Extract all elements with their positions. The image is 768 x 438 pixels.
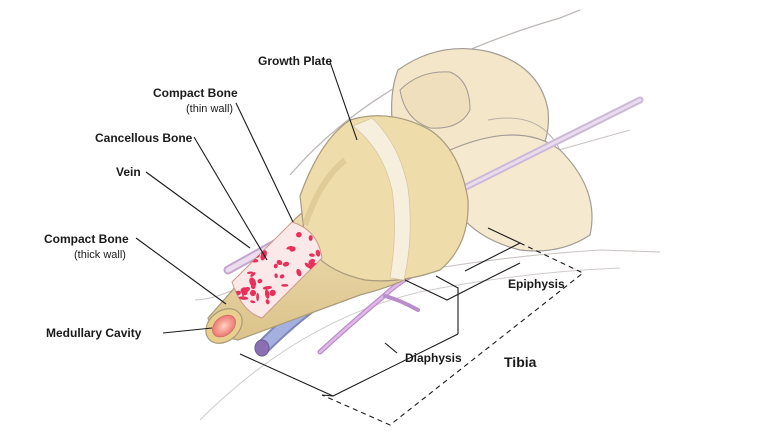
cancellous-blob: [238, 296, 249, 300]
cancellous-blob: [296, 231, 302, 238]
cancellous-blob: [296, 268, 302, 277]
growth-plate: [352, 117, 411, 281]
cancellous-blob: [274, 273, 278, 279]
cancellous-blob: [273, 263, 278, 269]
cancellous-blob: [308, 235, 313, 241]
tibia-bone: [205, 115, 469, 344]
cancellous-blob: [250, 300, 256, 304]
label-medullary-cavity: Medullary Cavity: [46, 326, 142, 340]
cancellous-blob: [265, 299, 270, 305]
cancellous-blob: [309, 253, 315, 257]
cancellous-blob: [264, 289, 270, 299]
cancellous-blob: [269, 289, 276, 297]
cancellous-blob: [236, 226, 243, 231]
cancellous-blob: [249, 277, 257, 288]
label-compact-bone-thick-note: (thick wall): [74, 249, 126, 261]
cancellous-blob: [281, 284, 289, 287]
cancellous-blob: [268, 224, 275, 235]
label-vein: Vein: [116, 165, 141, 179]
cancellous-blob: [257, 278, 263, 284]
cancellous-blob: [250, 272, 256, 277]
label-tibia: Tibia: [504, 354, 537, 370]
cancellous-blob: [304, 262, 311, 268]
cancellous-blob: [236, 248, 244, 254]
region-brackets: [239, 227, 585, 426]
label-epiphysis: Epiphysis: [508, 277, 565, 291]
label-compact-bone-thin-note: (thin wall): [186, 103, 233, 115]
cancellous-blob: [279, 223, 283, 231]
cancellous-blob: [256, 292, 259, 302]
cancellous-blob: [246, 271, 254, 274]
cancellous-blob: [240, 287, 248, 296]
label-growth-plate: Growth Plate: [258, 54, 332, 68]
labels: Growth Plate Compact Bone (thin wall) Ca…: [44, 54, 565, 370]
cancellous-blob: [276, 222, 281, 229]
cancellous-blob: [237, 223, 243, 230]
cancellous-blob: [279, 222, 285, 227]
cancellous-blob: [282, 261, 290, 267]
cancellous-blob: [262, 285, 272, 290]
cancellous-blob: [249, 289, 257, 297]
label-compact-bone-thick: Compact Bone: [44, 232, 129, 246]
label-diaphysis: Diaphysis: [405, 351, 462, 365]
cancellous-blob: [232, 254, 237, 259]
label-compact-bone-thin: Compact Bone: [153, 86, 238, 100]
cancellous-blob: [276, 259, 283, 266]
cancellous-blob: [279, 274, 285, 279]
label-cancellous-bone: Cancellous Bone: [95, 131, 193, 145]
medullary-cavity: [212, 314, 236, 338]
cancellous-blob: [315, 249, 321, 257]
cancellous-blob: [286, 245, 293, 250]
leader-lines: [135, 61, 398, 354]
cancellous-blob: [273, 224, 280, 230]
